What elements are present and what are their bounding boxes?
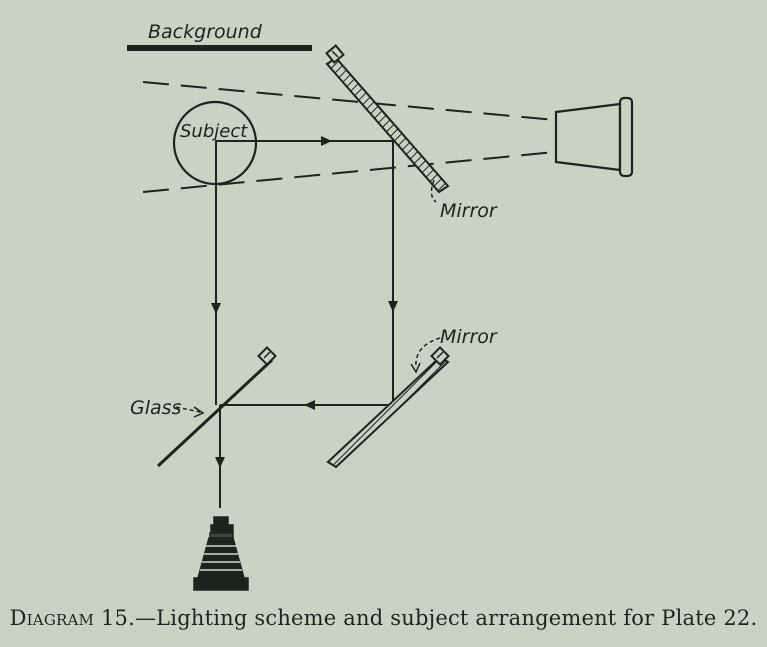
glass-plate [156, 346, 277, 468]
caption-text: 15.—Lighting scheme and subject arrangem… [94, 606, 758, 630]
spotlight-lamp [554, 96, 634, 178]
top-mirror-pointer [430, 179, 437, 203]
bottom-mirror-pointer-head [410, 362, 421, 374]
top-mirror [325, 44, 450, 194]
camera [193, 516, 249, 591]
top-mirror-label: Mirror [440, 200, 498, 222]
background-label: Background [148, 21, 263, 43]
glass-pointer-head [193, 406, 205, 418]
light-beam [142, 81, 556, 193]
light-path [211, 136, 398, 508]
lighting-diagram: Background Subject Mirror [127, 21, 634, 591]
background-board [127, 45, 312, 51]
glass-label: Glass [130, 397, 182, 419]
bottom-mirror-pointer [415, 337, 441, 369]
figure-caption: Diagram 15.—Lighting scheme and subject … [0, 606, 767, 630]
bottom-mirror-label: Mirror [440, 326, 498, 348]
bottom-mirror [326, 346, 450, 469]
caption-prefix: Diagram [9, 606, 95, 630]
subject-label: Subject [180, 121, 248, 142]
